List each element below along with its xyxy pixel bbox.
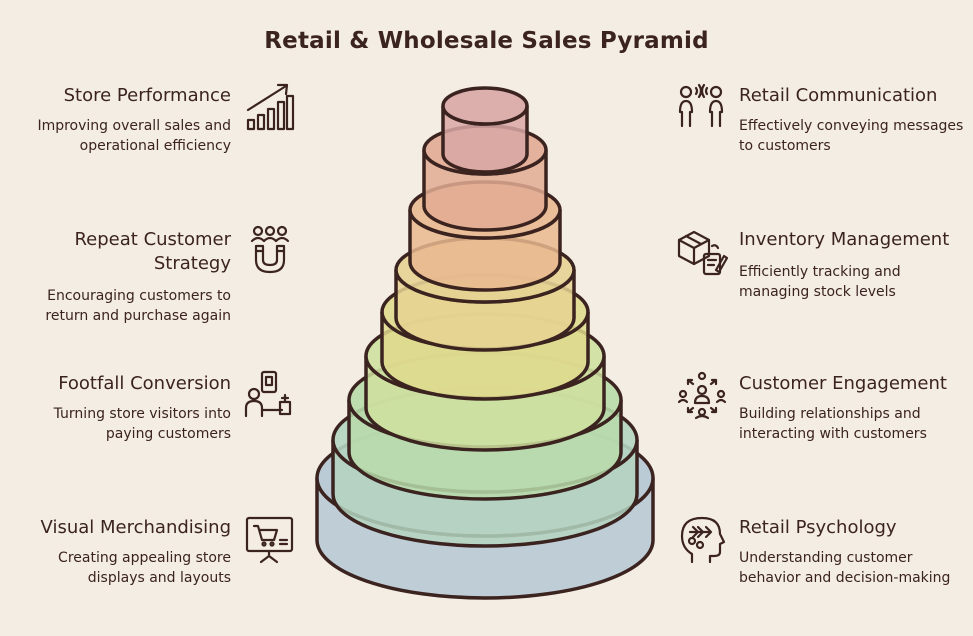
item-heading: Footfall Conversion <box>58 373 231 394</box>
item-repeat-customer-strategy: Repeat Customer Strategy Encouraging cus… <box>20 228 231 326</box>
item-description: Turning store visitors into paying custo… <box>53 406 231 442</box>
page-title: Retail & Wholesale Sales Pyramid <box>264 28 709 54</box>
item-heading: Retail Psychology <box>739 517 897 538</box>
item-retail-communication: Retail Communication Effectively conveyi… <box>739 84 969 156</box>
group-network-icon <box>676 370 728 422</box>
visitor-conversion-icon <box>242 368 294 420</box>
people-talking-icon <box>676 82 728 134</box>
display-board-icon <box>244 514 296 566</box>
head-mind-icon <box>676 514 728 566</box>
item-heading: Retail Communication <box>739 85 938 106</box>
item-footfall-conversion: Footfall Conversion Turning store visito… <box>20 372 231 444</box>
item-heading: Repeat Customer Strategy <box>74 229 231 274</box>
tier-top <box>441 86 529 126</box>
pyramid-tier-1 <box>441 86 529 174</box>
item-description: Improving overall sales and operational … <box>37 118 231 154</box>
magnet-people-icon <box>244 224 296 276</box>
item-store-performance: Store Performance Improving overall sale… <box>20 84 231 156</box>
item-heading: Visual Merchandising <box>40 517 231 538</box>
item-description: Building relationships and interacting w… <box>739 406 927 442</box>
bar-chart-growth-icon <box>244 82 296 134</box>
box-checklist-icon <box>676 226 729 278</box>
item-heading: Customer Engagement <box>739 373 947 394</box>
item-retail-psychology: Retail Psychology Understanding customer… <box>739 516 969 588</box>
item-customer-engagement: Customer Engagement Building relationshi… <box>739 372 969 444</box>
item-description: Creating appealing store displays and la… <box>58 550 231 586</box>
item-description: Effectively conveying messages to custom… <box>739 118 964 154</box>
item-visual-merchandising: Visual Merchandising Creating appealing … <box>20 516 231 588</box>
item-description: Efficiently tracking and managing stock … <box>739 264 901 300</box>
item-description: Understanding customer behavior and deci… <box>739 550 951 586</box>
item-heading: Inventory Management <box>739 229 950 250</box>
item-description: Encouraging customers to return and purc… <box>45 288 231 324</box>
item-heading: Store Performance <box>63 85 231 106</box>
item-inventory-management: Inventory Management Efficiently trackin… <box>739 228 969 302</box>
